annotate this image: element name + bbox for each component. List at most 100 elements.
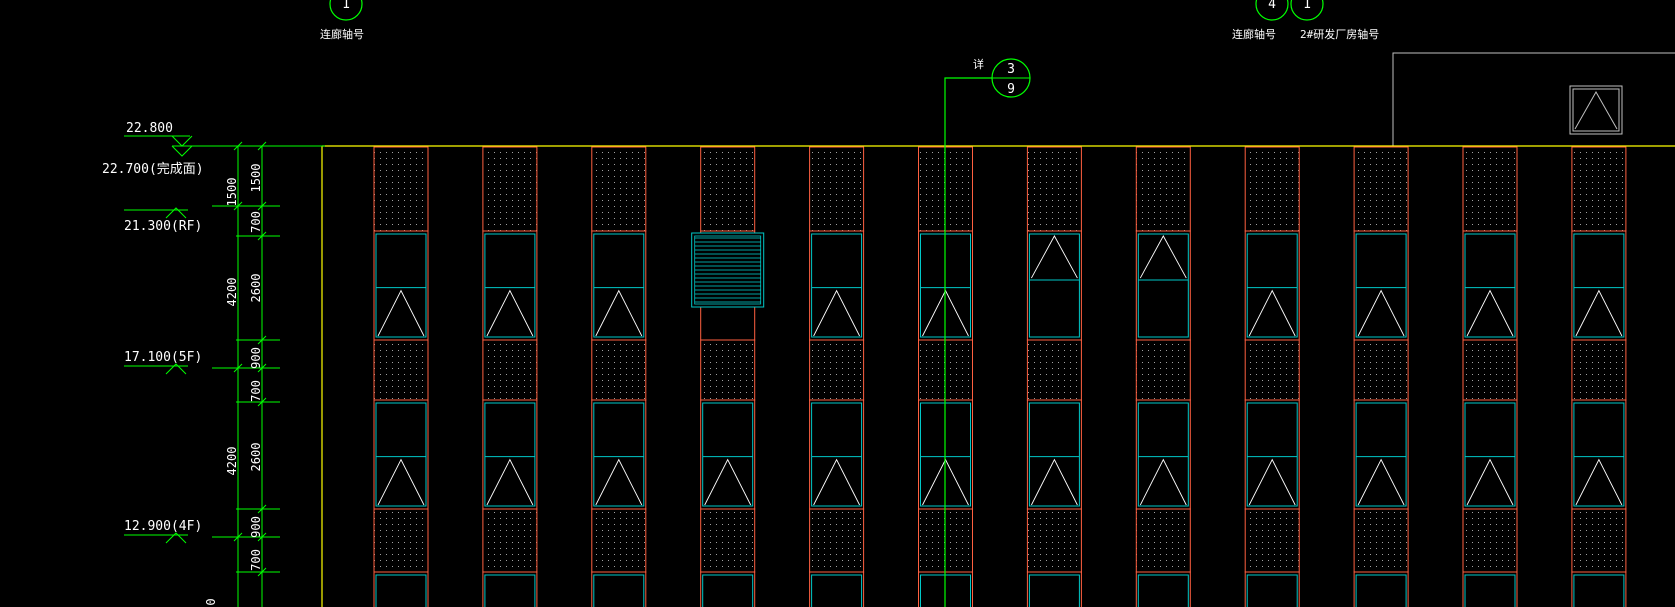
window-frame xyxy=(1573,402,1625,507)
spandrel-panel-top xyxy=(1353,146,1409,232)
window-frame xyxy=(484,233,536,338)
dim-tick-inner-slash xyxy=(257,363,267,373)
dim-tick-inner-slash xyxy=(257,504,267,514)
section-marker-top: 3 xyxy=(1007,62,1015,77)
dimension-chains: 1500 4200 4200 1500 700 2600 900 700 260… xyxy=(204,141,280,607)
window-sash-triangle xyxy=(1139,235,1187,279)
dim-tick-outer-slash xyxy=(233,363,243,373)
window-frame xyxy=(593,402,645,507)
roof-parapet-box xyxy=(1392,52,1675,146)
window-surround-partial xyxy=(1244,571,1300,607)
spandrel-panel-bottom xyxy=(700,508,756,573)
spandrel-panel-top xyxy=(373,146,429,232)
window-frame-partial xyxy=(1137,574,1189,607)
louver-window xyxy=(691,230,765,341)
spandrel-panel-middle xyxy=(809,339,865,401)
window-sash-triangle xyxy=(813,458,861,506)
window-sash-triangle xyxy=(1248,458,1296,506)
roof-vent-triangle xyxy=(1574,90,1618,130)
window xyxy=(482,230,538,341)
window-frame xyxy=(1137,402,1189,507)
window-sash-triangle xyxy=(595,289,643,337)
window-sash-triangle xyxy=(1575,289,1623,337)
window-frame xyxy=(484,402,536,507)
window-sash-triangle xyxy=(1248,289,1296,337)
spandrel-panel-bottom xyxy=(1135,508,1191,573)
section-marker-prefix: 详 xyxy=(973,57,984,71)
dim-outer-4200-a: 4200 xyxy=(225,278,239,307)
dim-tick-inner-slash xyxy=(257,201,267,211)
window-frame-partial xyxy=(1355,574,1407,607)
spandrel-panel-bottom xyxy=(1026,508,1082,573)
window-surround-partial xyxy=(809,571,865,607)
axis-header-right: 4 1 连廊轴号 2#研发厂房轴号 xyxy=(1232,0,1379,41)
level-label-5f: 17.100(5F) xyxy=(124,350,202,365)
spandrel-panel-middle xyxy=(591,339,647,401)
window-frame xyxy=(1464,233,1516,338)
dim-tick-inner-slash xyxy=(257,141,267,151)
level-label-finish: 22.700(完成面) xyxy=(102,162,204,177)
window-frame xyxy=(811,402,863,507)
dim-tick-inner-slash xyxy=(257,397,267,407)
window-frame-partial xyxy=(1028,574,1080,607)
spandrel-panel-top xyxy=(1026,146,1082,232)
spandrel-panel-middle xyxy=(373,339,429,401)
window-sash-triangle xyxy=(813,289,861,337)
spandrel-panel-middle xyxy=(1244,339,1300,401)
spandrel-panel-top xyxy=(482,146,538,232)
window-surround-partial xyxy=(1026,571,1082,607)
spandrel-panel-bottom xyxy=(1462,508,1518,573)
window-surround-partial xyxy=(700,571,756,607)
dim-inner-2600-b: 2600 xyxy=(249,443,263,472)
window-surround-partial xyxy=(591,571,647,607)
window xyxy=(1244,230,1300,341)
spandrel-panel-bottom xyxy=(482,508,538,573)
window-frame xyxy=(1246,402,1298,507)
level-label-roof: 21.300(RF) xyxy=(124,219,202,234)
window-frame-partial xyxy=(1464,574,1516,607)
window-sash-triangle xyxy=(1357,458,1405,506)
level-mark-5f: 17.100(5F) xyxy=(124,350,202,375)
level-label-top: 22.800 xyxy=(126,121,173,136)
axis-bubble-left xyxy=(329,0,363,21)
window-frame xyxy=(702,402,754,507)
window-frame xyxy=(593,233,645,338)
level-arrow-roof xyxy=(165,207,187,219)
window-surround-partial xyxy=(1353,571,1409,607)
window-frame xyxy=(1028,402,1080,507)
spandrel-panel-bottom xyxy=(1353,508,1409,573)
window-sash-triangle xyxy=(1357,289,1405,337)
section-marker-leader xyxy=(944,77,992,607)
dim-inner-1500: 1500 xyxy=(249,164,263,193)
window-frame-partial xyxy=(593,574,645,607)
window-surround-partial xyxy=(1571,571,1627,607)
axis-bubble-right-b-number: 1 xyxy=(1303,0,1311,12)
level-marks: 22.800 22.700(完成面) 21.300(RF) 17.100(5F)… xyxy=(102,121,325,544)
window xyxy=(1244,399,1300,510)
window-frame-partial xyxy=(702,574,754,607)
window-sash-triangle xyxy=(1031,235,1078,279)
spandrel-panel-middle xyxy=(482,339,538,401)
window-frame xyxy=(1573,233,1625,338)
spandrel-panel-top xyxy=(1571,146,1627,232)
dim-inner-900-b: 900 xyxy=(249,516,263,538)
window-sash-triangle xyxy=(1139,458,1187,506)
axis-label-left: 连廊轴号 xyxy=(320,27,364,41)
spandrel-panel-bottom xyxy=(373,508,429,573)
dim-inner-700-c: 700 xyxy=(249,549,263,571)
axis-bubble-right-a xyxy=(1255,0,1289,21)
axis-bubble-right-a-number: 4 xyxy=(1268,0,1276,12)
window-frame-partial xyxy=(811,574,863,607)
level-mark-4f: 12.900(4F) xyxy=(124,519,202,544)
dim-inner-700-a: 700 xyxy=(249,211,263,233)
section-marker-bottom: 9 xyxy=(1007,82,1015,97)
spandrel-panel-middle xyxy=(1462,339,1518,401)
window-frame xyxy=(811,233,863,338)
dim-tick-outer-slash xyxy=(233,141,243,151)
window-sash-triangle xyxy=(1030,458,1078,506)
window-surround-partial xyxy=(373,571,429,607)
spandrel-panel-middle xyxy=(700,339,756,401)
spandrel-panel-top xyxy=(1462,146,1518,232)
dim-tick-inner-slash xyxy=(257,567,267,577)
